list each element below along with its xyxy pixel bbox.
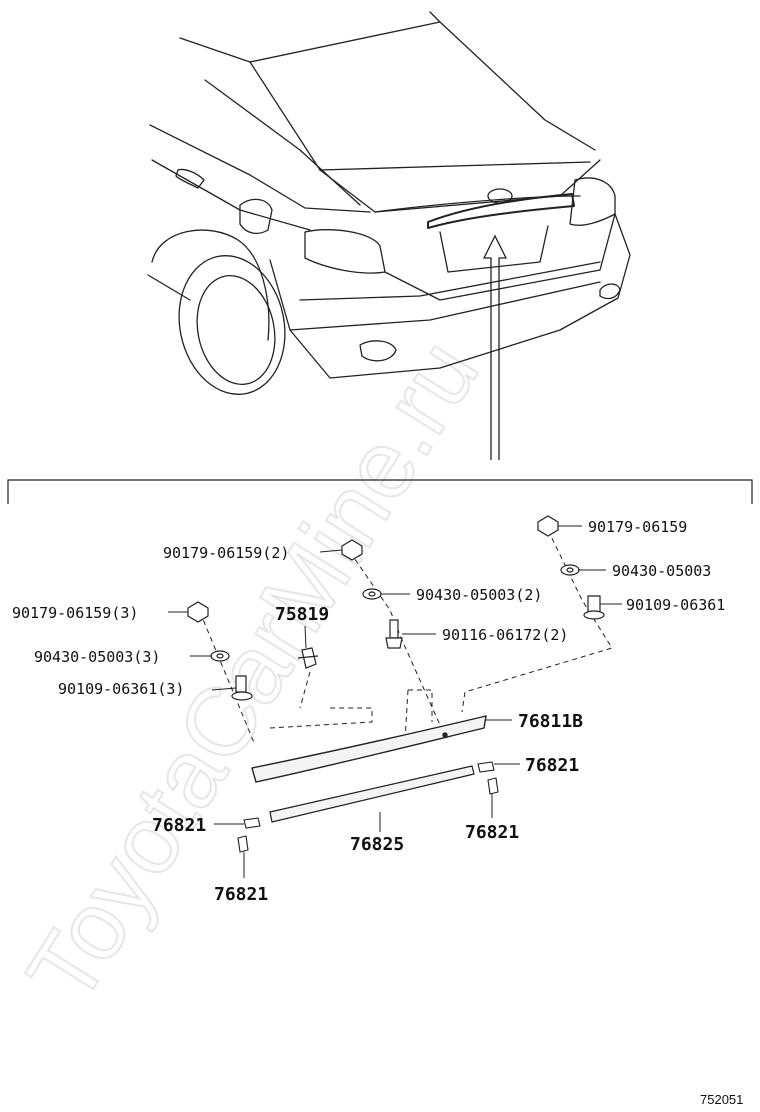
part-moulding-76825 (269, 765, 475, 823)
part-bolt-center (385, 619, 403, 649)
part-washer-center (362, 588, 382, 600)
label-cap-right-upper: 76821 (525, 755, 579, 776)
group-bracket-line (7, 479, 753, 504)
label-washer-center: 90430-05003(2) (416, 586, 542, 604)
part-stud-right (583, 595, 605, 620)
part-washer-left (210, 650, 230, 662)
pointer-arrow (482, 234, 508, 460)
part-washer-right (560, 564, 580, 576)
part-stud-left (231, 675, 253, 701)
label-moulding: 76825 (350, 834, 404, 855)
label-nut-left: 90179-06159(3) (12, 604, 138, 622)
part-nut-right (537, 515, 559, 537)
label-bolt-center: 90116-06172(2) (442, 626, 568, 644)
dashed-leader-lines (199, 529, 613, 746)
label-stud-left: 90109-06361(3) (58, 680, 184, 698)
label-stud-right: 90109-06361 (626, 596, 725, 614)
label-leaders (168, 525, 622, 878)
label-washer-right: 90430-05003 (612, 562, 711, 580)
label-cap-right-lower: 76821 (465, 822, 519, 843)
label-cap-left-upper: 76821 (152, 815, 206, 836)
part-garnish-76811B (251, 715, 487, 783)
label-nut-center: 90179-06159(2) (163, 544, 289, 562)
part-nut-center (341, 539, 363, 561)
label-clip: 75819 (275, 604, 329, 625)
label-nut-right: 90179-06159 (588, 518, 687, 536)
part-caps-76821 (237, 761, 499, 853)
part-nut-left (187, 601, 209, 623)
label-cap-left-lower: 76821 (214, 884, 268, 905)
part-clip (297, 647, 319, 669)
label-garnish: 76811B (518, 711, 583, 732)
watermark-text: ToyotaCarMine.ru (7, 322, 499, 1021)
diagram-code: 752051 (700, 1092, 743, 1107)
car-rear-illustration (147, 11, 631, 395)
label-washer-left: 90430-05003(3) (34, 648, 160, 666)
